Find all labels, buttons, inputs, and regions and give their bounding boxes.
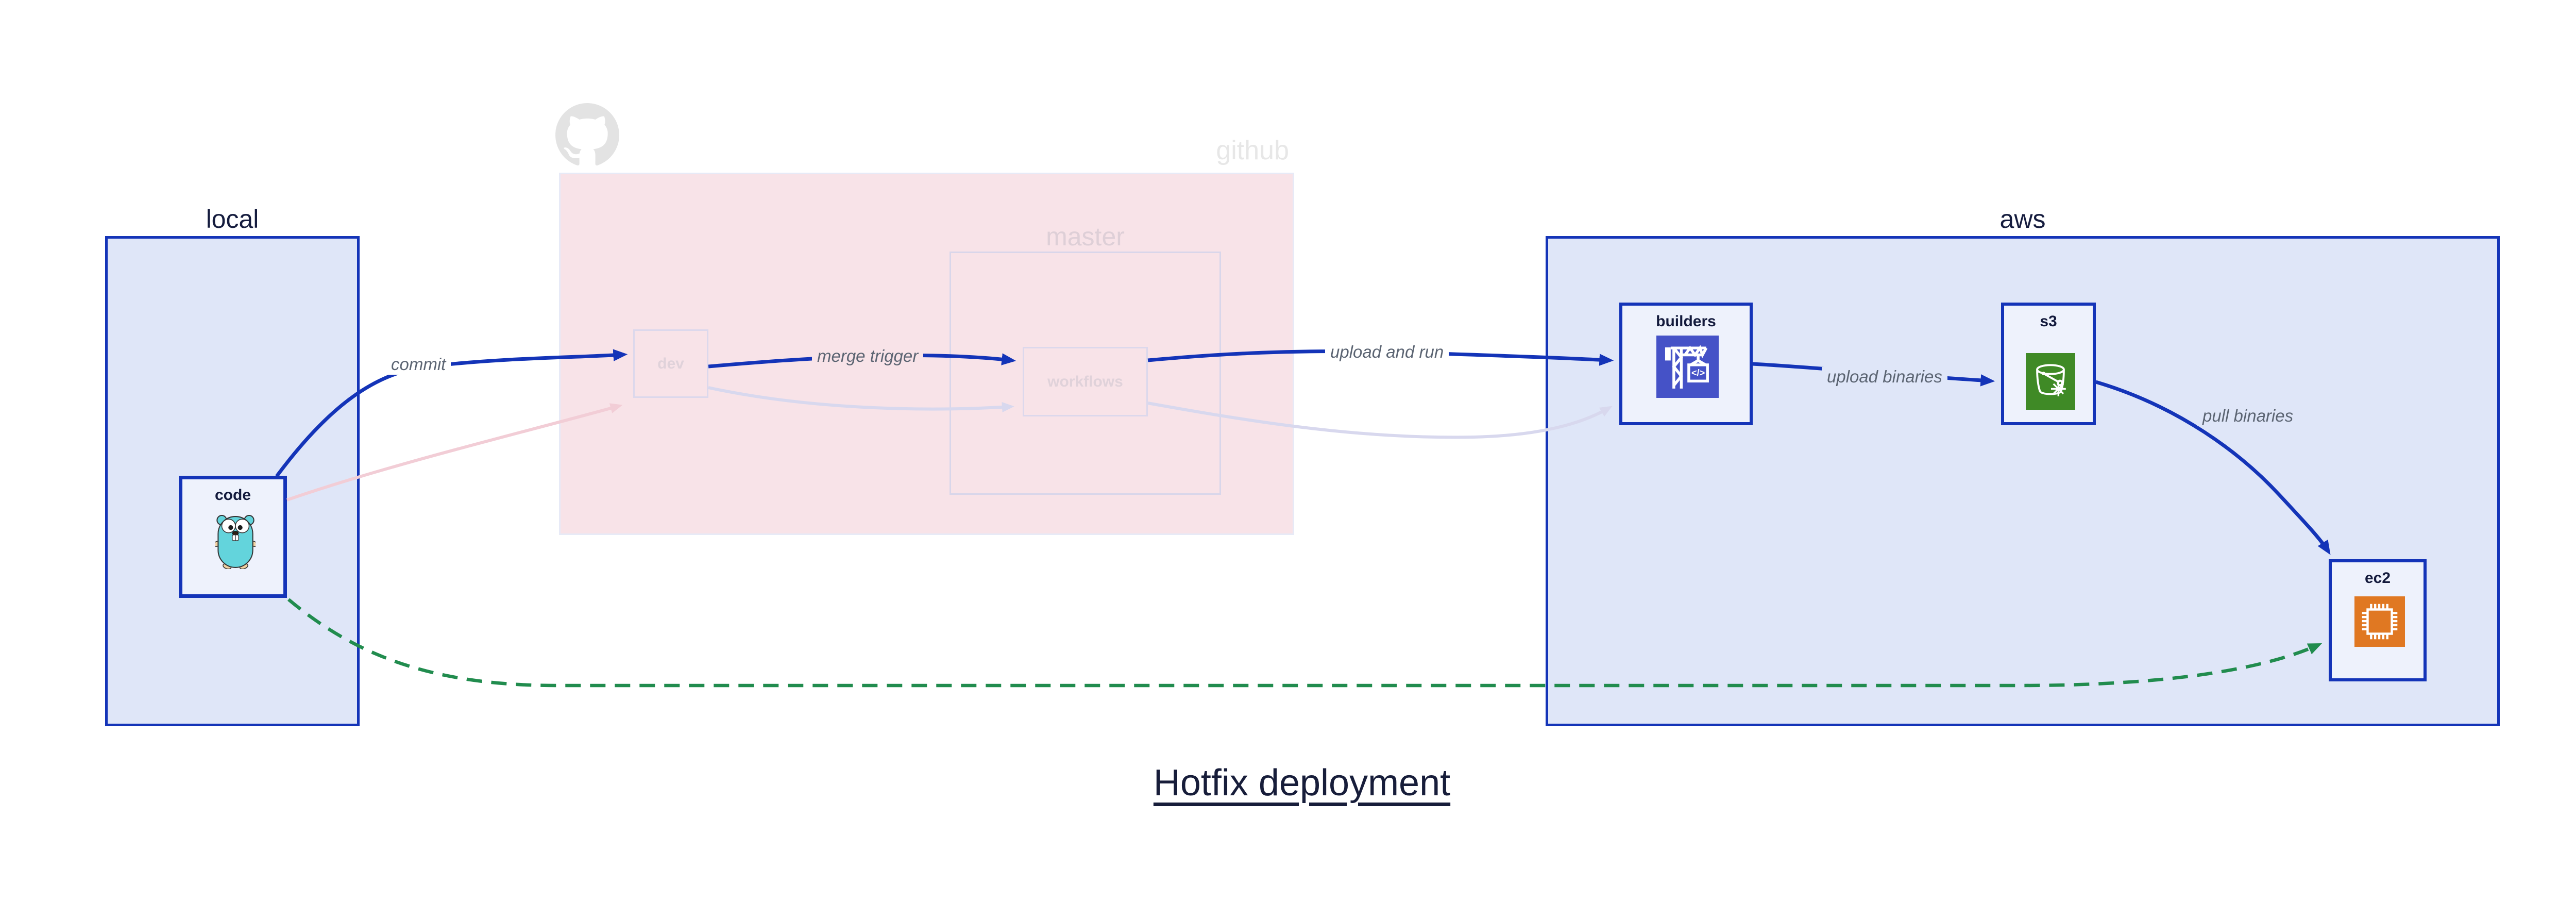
node-dev-label: dev <box>657 355 684 372</box>
node-ec2-label: ec2 <box>2364 570 2391 587</box>
master-group-label: master <box>1046 222 1125 251</box>
node-dev: dev <box>633 329 708 398</box>
github-group-label: github <box>1216 136 1289 165</box>
node-code-label: code <box>214 487 251 504</box>
master-group-box <box>950 252 1221 495</box>
go-gopher-icon <box>215 515 256 569</box>
diagram-title-text: Hotfix deployment <box>1153 762 1451 804</box>
aws-group-label: aws <box>1999 205 2046 233</box>
s3-glacier-bucket-icon <box>2026 353 2075 410</box>
edge-label-commit: commit <box>386 355 451 375</box>
node-builders: builders </> <box>1619 303 1753 425</box>
ec2-chip-icon <box>2354 596 2405 647</box>
node-workflows-label: workflows <box>1047 373 1123 390</box>
node-ec2: ec2 <box>2329 559 2427 681</box>
svg-text:</>: </> <box>1691 368 1705 378</box>
edge-label-pull-binaries: pull binaries <box>2197 406 2299 426</box>
codebuild-crane-icon: </> <box>1656 336 1719 398</box>
local-group-label: local <box>206 205 259 233</box>
node-workflows: workflows <box>1023 347 1148 416</box>
github-octocat-icon <box>555 103 619 167</box>
edge-label-upload-binaries: upload binaries <box>1822 367 1947 387</box>
node-s3-label: s3 <box>2040 313 2057 330</box>
node-builders-label: builders <box>1656 313 1716 330</box>
diagram-title: Hotfix deployment <box>0 762 2576 804</box>
node-code: code <box>179 476 287 598</box>
edge-label-merge-trigger: merge trigger <box>812 346 924 366</box>
edge-label-upload-and-run: upload and run <box>1325 342 1449 362</box>
node-s3: s3 <box>2001 303 2096 425</box>
